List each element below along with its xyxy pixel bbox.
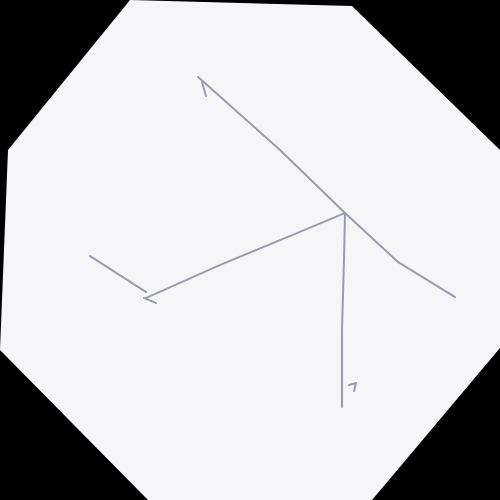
vertical-end-tick [348,382,357,392]
left-corner-mark [143,297,157,304]
long-diagonal-stroke [197,76,456,298]
left-end-stroke [89,255,147,293]
vertical-stroke [341,212,346,408]
left-branch-stroke [145,212,346,299]
pencil-strokes [89,76,456,408]
diagonal-start-hook [201,81,207,97]
